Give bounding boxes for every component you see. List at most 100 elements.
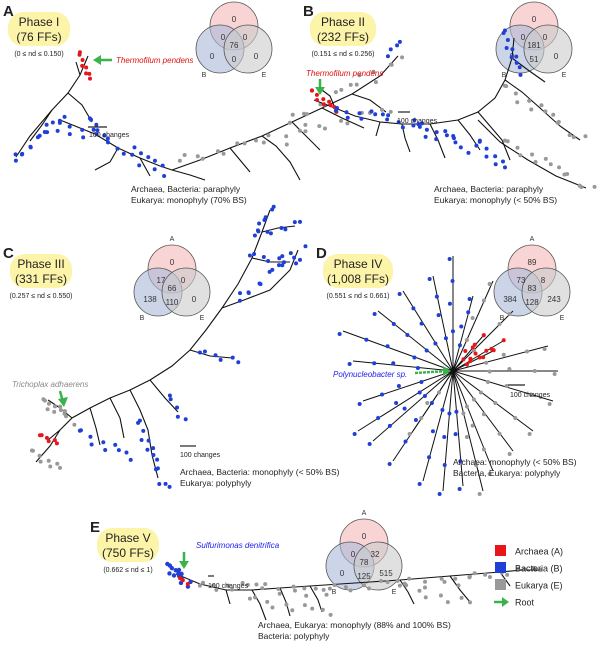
tree-leaf bbox=[407, 432, 412, 437]
tree-leaf bbox=[321, 97, 326, 102]
panel-b-root-label: Thermofilum pendens bbox=[306, 69, 383, 78]
tree-leaf bbox=[271, 204, 276, 209]
tree-leaf bbox=[195, 154, 200, 159]
tree-leaf bbox=[387, 462, 392, 467]
tree-leaf bbox=[52, 404, 57, 409]
arrow-icon bbox=[494, 597, 509, 607]
panel-d-root-arrow bbox=[414, 366, 451, 376]
tree-leaf bbox=[270, 605, 275, 610]
tree-leaf bbox=[394, 400, 399, 405]
tree-leaf bbox=[502, 165, 507, 170]
tree-leaf bbox=[415, 365, 420, 370]
tree-leaf bbox=[80, 127, 85, 132]
tree-leaf bbox=[165, 561, 170, 567]
tree-leaf bbox=[427, 277, 432, 282]
tree-leaf bbox=[266, 259, 271, 264]
tree-leaf bbox=[436, 390, 441, 395]
tree-leaf bbox=[436, 313, 441, 318]
venn-count-abe: 181 bbox=[527, 41, 541, 50]
tree-leaf bbox=[423, 579, 428, 584]
tree-leaf bbox=[565, 171, 570, 176]
tree-leaf bbox=[238, 291, 243, 296]
tree-leaf bbox=[57, 118, 62, 123]
tree-leaf bbox=[37, 453, 42, 458]
tree-leaf bbox=[246, 291, 251, 296]
tree-leaf bbox=[487, 472, 492, 477]
tree-leaf bbox=[153, 467, 158, 472]
tree-leaf bbox=[501, 30, 506, 35]
tree-leaf bbox=[345, 121, 350, 126]
tree-leaf bbox=[321, 102, 326, 107]
panel-e-letter: E bbox=[90, 519, 100, 536]
tree-leaf bbox=[477, 355, 482, 360]
tree-leaf bbox=[427, 455, 432, 460]
tree-leaf bbox=[444, 133, 449, 138]
tree-branch bbox=[452, 295, 474, 372]
tree-leaf bbox=[291, 584, 296, 589]
tree-leaf bbox=[58, 408, 63, 413]
tree-leaf bbox=[395, 578, 400, 583]
tree-leaf bbox=[334, 105, 339, 110]
venn-count-be: 128 bbox=[525, 298, 539, 307]
tree-leaf bbox=[297, 257, 302, 262]
tree-leaf bbox=[514, 60, 519, 65]
tree-leaf bbox=[348, 82, 353, 87]
tree-leaf bbox=[439, 576, 444, 581]
tree-leaf bbox=[447, 411, 452, 416]
tree-leaf bbox=[504, 46, 509, 51]
panel-c-range: (0.257 ≤ nd ≤ 0.550) bbox=[10, 293, 73, 300]
venn-count-ab: 17 bbox=[157, 276, 166, 285]
tree-leaf bbox=[260, 586, 265, 591]
tree-leaf bbox=[332, 582, 337, 587]
venn-count-be: 110 bbox=[166, 298, 179, 307]
tree-leaf bbox=[276, 263, 281, 268]
tree-leaf bbox=[58, 404, 63, 409]
tree-branch bbox=[432, 275, 454, 372]
tree-leaf bbox=[447, 257, 452, 262]
tree-leaf bbox=[513, 91, 518, 96]
tree-leaf bbox=[493, 400, 498, 405]
tree-leaf bbox=[55, 128, 60, 133]
tree-leaf bbox=[464, 362, 469, 367]
tree-leaf bbox=[347, 362, 352, 367]
panel-b-title-highlight bbox=[310, 12, 376, 46]
tree-leaf bbox=[200, 156, 205, 161]
tree-leaf bbox=[583, 134, 588, 139]
tree-leaf bbox=[542, 347, 547, 352]
tree-leaf bbox=[290, 608, 295, 613]
tree-leaf bbox=[420, 121, 425, 126]
tree-leaf bbox=[474, 143, 479, 148]
tree-leaf bbox=[173, 568, 179, 573]
tree-leaf bbox=[530, 152, 535, 157]
tree-branch bbox=[357, 370, 454, 432]
tree-leaf bbox=[146, 155, 151, 160]
tree-leaf bbox=[472, 571, 477, 576]
panel-e-root-label: Sulfurimonas denitrifica bbox=[196, 541, 280, 550]
tree-leaf bbox=[386, 113, 391, 118]
tree-leaf bbox=[464, 434, 469, 439]
tree-leaf bbox=[391, 322, 396, 327]
venn-circle-e bbox=[161, 267, 211, 317]
tree-leaf bbox=[434, 137, 439, 142]
panel-b-range: (0.151 ≤ nd ≤ 0.256) bbox=[312, 51, 375, 58]
tree-leaf bbox=[385, 54, 390, 59]
tree-leaf bbox=[473, 351, 478, 356]
panel-e-scale-label: 100 changes bbox=[208, 583, 249, 590]
tree-leaf bbox=[464, 404, 469, 409]
tree-leaf bbox=[385, 117, 390, 122]
venn-set-label-a: A bbox=[170, 236, 175, 243]
venn-count-ae: 0 bbox=[181, 276, 186, 285]
tree-leaf bbox=[397, 292, 402, 297]
venn-set-label-e: E bbox=[200, 315, 205, 322]
tree-leaf bbox=[87, 71, 92, 76]
venn-set-label-e: E bbox=[262, 72, 267, 79]
tree-leaf bbox=[240, 580, 245, 585]
tree-leaf bbox=[46, 439, 51, 444]
tree-leaf bbox=[242, 141, 247, 146]
tree-leaf bbox=[337, 332, 342, 337]
tree-leaf bbox=[277, 256, 282, 261]
panel-e-range: (0.662 ≤ nd ≤ 1) bbox=[103, 567, 152, 574]
tree-leaf bbox=[80, 58, 85, 63]
